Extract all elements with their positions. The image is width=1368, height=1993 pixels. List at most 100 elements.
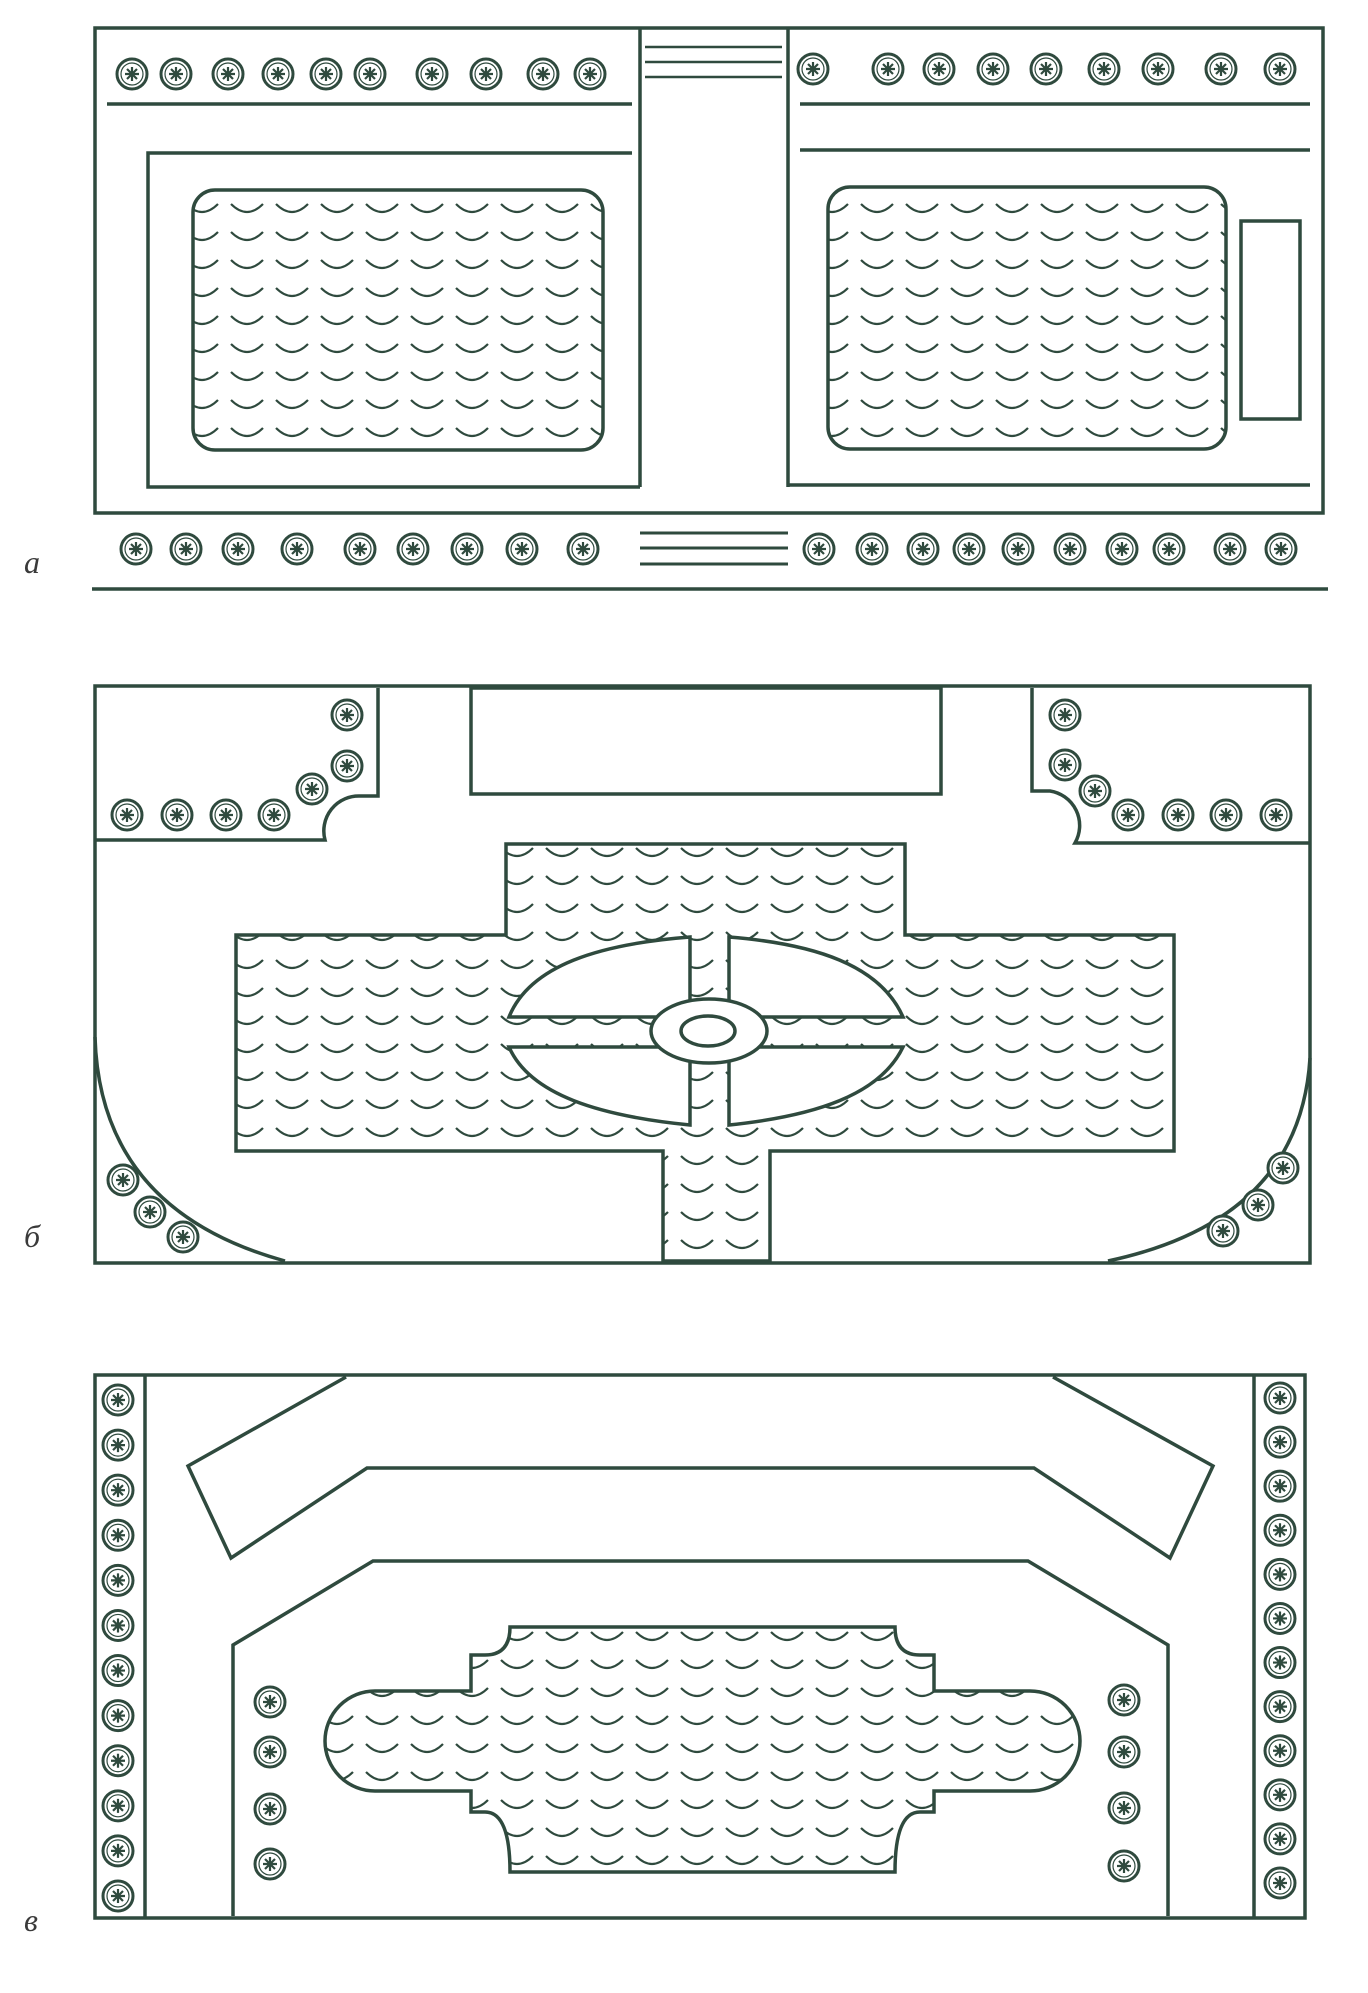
shrub-icon: [1213, 532, 1247, 566]
shrub-icon: [526, 57, 560, 91]
shrub-icon: [396, 532, 430, 566]
plan-label-a: а: [24, 544, 40, 580]
plan-a-bench-right: [1241, 221, 1300, 419]
shrub-icon: [101, 1383, 135, 1417]
shrub-icon: [1263, 1381, 1297, 1415]
shrub-icon: [976, 52, 1010, 86]
shrub-icon: [1259, 798, 1293, 832]
shrub-icon: [802, 532, 836, 566]
shrub-icon: [450, 532, 484, 566]
plan-a: [92, 28, 1328, 589]
parterre-fountain: [681, 1016, 735, 1046]
shrub-icon: [253, 1685, 287, 1719]
shrub-icon: [101, 1744, 135, 1778]
plan-label-b: б: [24, 1218, 41, 1254]
shrub-icon: [1107, 1849, 1141, 1883]
shrub-icon: [1141, 52, 1175, 86]
shrub-icon: [1263, 1425, 1297, 1459]
shrub-icon: [1204, 52, 1238, 86]
shrub-icon: [101, 1699, 135, 1733]
plan-b-parterre: [509, 937, 903, 1125]
plan-b: [95, 686, 1310, 1263]
plan-b-top-left-lawn-edge: [95, 688, 378, 840]
shrub-icon: [169, 532, 203, 566]
shrub-icon: [1107, 1683, 1141, 1717]
shrub-icon: [796, 52, 830, 86]
parterre-quarter-sw: [509, 1047, 690, 1125]
shrub-icon: [1263, 1513, 1297, 1547]
plan-v-inner-bed-frame: [233, 1561, 1168, 1916]
shrub-icon: [566, 532, 600, 566]
shrub-icon: [505, 532, 539, 566]
shrub-icon: [160, 798, 194, 832]
shrub-icon: [1209, 798, 1243, 832]
plan-a-border: [95, 28, 1323, 513]
shrub-icon: [1053, 532, 1087, 566]
shrub-icon: [106, 1163, 140, 1197]
shrub-icon: [1206, 1214, 1240, 1248]
plan-a-right-inner-frame: [788, 150, 1310, 485]
plan-a-flowerbed-right: [828, 187, 1226, 449]
shrub-icon: [209, 798, 243, 832]
shrub-icon: [115, 57, 149, 91]
shrub-icon: [1078, 774, 1112, 808]
shrub-icon: [1241, 1188, 1275, 1222]
shrub-icon: [415, 57, 449, 91]
shrub-icon: [253, 1847, 287, 1881]
shrub-icon: [101, 1473, 135, 1507]
shrub-icon: [330, 698, 364, 732]
shrub-icon: [1105, 532, 1139, 566]
shrub-icon: [133, 1195, 167, 1229]
shrub-icon: [1111, 798, 1145, 832]
shrub-icon: [295, 772, 329, 806]
shrub-icon: [1264, 532, 1298, 566]
shrub-icon: [257, 798, 291, 832]
plan-b-border: [95, 686, 1310, 1263]
plan-a-top-bench: [645, 47, 782, 77]
shrub-icon: [253, 1735, 287, 1769]
plan-a-flowerbed-left: [193, 190, 603, 450]
shrub-icon: [469, 57, 503, 91]
plan-b-top-block: [471, 688, 941, 794]
plan-a-left-inner-frame: [148, 153, 640, 487]
shrub-icon: [330, 749, 364, 783]
shrub-icon: [1107, 1791, 1141, 1825]
shrub-icon: [871, 52, 905, 86]
shrub-icon: [343, 532, 377, 566]
shrub-icon: [1266, 1151, 1300, 1185]
parterre-quarter-nw: [509, 937, 690, 1017]
shrub-icon: [253, 1792, 287, 1826]
shrub-icon: [952, 532, 986, 566]
shrub-icon: [211, 57, 245, 91]
shrub-icon: [221, 532, 255, 566]
shrub-icon: [906, 532, 940, 566]
shrub-icon: [1263, 1690, 1297, 1724]
shrub-icon: [119, 532, 153, 566]
plan-b-bottom-left-curve: [95, 1037, 285, 1261]
shrub-icon: [1087, 52, 1121, 86]
shrub-icon: [1152, 532, 1186, 566]
plan-v-border: [95, 1375, 1305, 1918]
shrub-icon: [1263, 1557, 1297, 1591]
plan-v: [95, 1375, 1305, 1918]
plan-v-central-flowerbed: [325, 1627, 1080, 1872]
shrub-icon: [1263, 1734, 1297, 1768]
shrub-icon: [353, 57, 387, 91]
shrub-icon: [1263, 1646, 1297, 1680]
shrub-icon: [110, 798, 144, 832]
shrub-icon: [1048, 748, 1082, 782]
shrub-icon: [101, 1518, 135, 1552]
parterre-quarter-se: [729, 1047, 903, 1125]
shrub-icon: [1263, 1866, 1297, 1900]
shrub-icon: [159, 57, 193, 91]
shrub-icon: [101, 1879, 135, 1913]
shrub-icon: [1048, 698, 1082, 732]
shrub-icon: [1263, 52, 1297, 86]
shrub-icon: [1161, 798, 1195, 832]
shrub-icon: [1001, 532, 1035, 566]
shrub-icon: [573, 57, 607, 91]
shrub-icon: [101, 1834, 135, 1868]
parterre-quarter-ne: [729, 937, 903, 1017]
shrub-icon: [1263, 1601, 1297, 1635]
shrub-icon: [1263, 1778, 1297, 1812]
